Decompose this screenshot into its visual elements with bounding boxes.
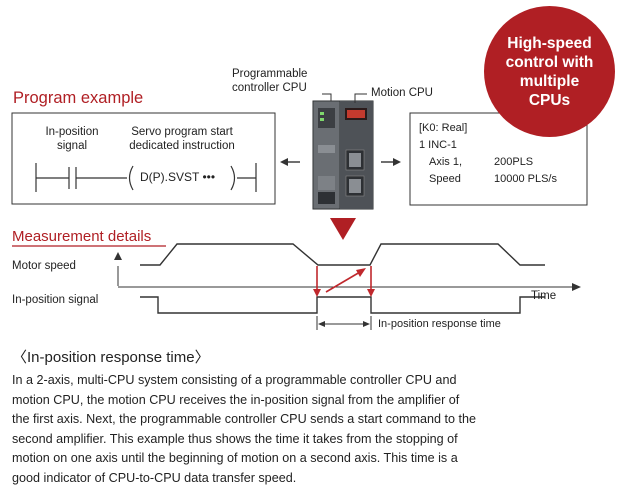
motion-program-text: [K0: Real] 1 INC-1 — [419, 120, 467, 154]
inpos-signal-label: In-position signal — [12, 294, 99, 306]
cpu-module-icon — [312, 100, 374, 210]
feature-badge: High-speed control with multiple CPUs — [484, 6, 615, 137]
plc-label-line1: Programmable — [232, 68, 308, 80]
timing-diagram — [12, 243, 581, 330]
explanation-line-1: In a 2-axis, multi-CPU system consisting… — [12, 373, 457, 387]
program-example-title: Program example — [13, 89, 144, 107]
badge-line-4: CPUs — [528, 91, 571, 109]
motion-line-2: 1 INC-1 — [419, 139, 457, 151]
explanation-line-2: motion CPU, the motion CPU receives the … — [12, 392, 460, 407]
plc-label-line2: controller CPU — [232, 82, 307, 94]
hardware-label-leaders — [322, 93, 367, 103]
explanation-line-4: second amplifier. This example thus show… — [12, 431, 458, 446]
explanation-title: 〈In-position response time〉 — [12, 349, 210, 366]
plc-cpu-label: Programmable controller CPU — [232, 67, 307, 95]
left-arrow — [280, 158, 300, 166]
ladder-rung — [35, 163, 257, 192]
motion-line-1: [K0: Real] — [419, 122, 468, 134]
response-time-label: In-position response time — [378, 318, 501, 330]
explanation-line-3: the first axis. Next, the programmable c… — [12, 412, 477, 426]
motion-cpu-label: Motion CPU — [371, 87, 433, 99]
badge-line-3: multiple — [519, 72, 580, 90]
axis-label: Axis 1, — [429, 156, 463, 168]
explanation-line-6: good indicator of CPU-to-CPU data transf… — [12, 470, 297, 485]
axis-value: 200PLS — [494, 156, 534, 168]
right-arrow — [381, 158, 401, 166]
servo-label-line2: dedicated instruction — [129, 140, 235, 152]
measurement-details-title: Measurement details — [12, 228, 152, 245]
speed-value: 10000 PLS/s — [494, 173, 557, 185]
explanation-line-5: motion on one axis until the beginning o… — [12, 451, 458, 465]
speed-label: Speed — [429, 173, 461, 185]
servo-instruction-label: Servo program start dedicated instructio… — [113, 125, 251, 153]
down-triangle-icon — [330, 218, 356, 240]
explanation-paragraph: In a 2-axis, multi-CPU system consisting… — [12, 371, 612, 488]
motor-speed-label: Motor speed — [12, 260, 76, 272]
svst-instruction: D(P).SVST ••• — [140, 170, 216, 184]
servo-label-line1: Servo program start — [131, 126, 233, 138]
badge-line-1: High-speed — [507, 34, 592, 52]
badge-line-2: control with — [505, 53, 594, 71]
inpos-label-line1: In-position — [45, 126, 99, 138]
time-axis-label: Time — [531, 290, 557, 302]
inpos-contact-label: In-position signal — [41, 125, 103, 153]
inpos-label-line2: signal — [56, 140, 88, 152]
